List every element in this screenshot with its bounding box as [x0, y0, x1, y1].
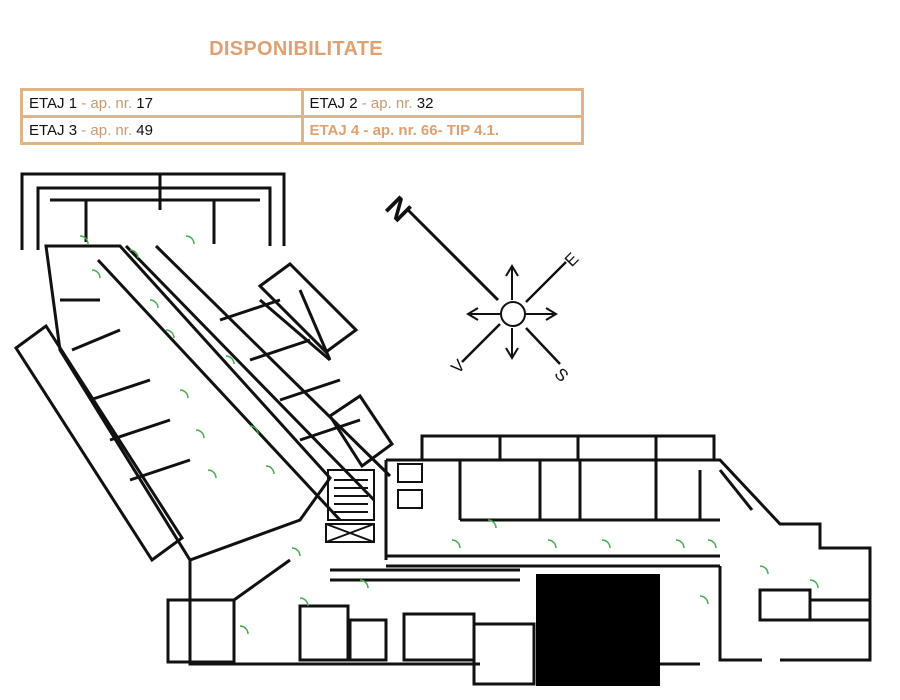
- table-row: ETAJ 1 - ap. nr. 17 ETAJ 2 - ap. nr. 32: [20, 88, 584, 118]
- selected-apartment-label: ETAJ 4 - ap. nr. 66- TIP 4.1.: [309, 121, 500, 139]
- availability-cell-floor-1[interactable]: ETAJ 1 - ap. nr. 17: [20, 88, 304, 118]
- availability-cell-floor-4-selected[interactable]: ETAJ 4 - ap. nr. 66- TIP 4.1.: [300, 115, 584, 145]
- table-row: ETAJ 3 - ap. nr. 49 ETAJ 4 - ap. nr. 66-…: [20, 115, 584, 145]
- apartment-number: 49: [136, 121, 153, 139]
- building-wall-top: [20, 172, 286, 250]
- building-wall-lower: [166, 558, 536, 686]
- building-wall-diagonal-wing: [13, 244, 395, 563]
- floor-label: ETAJ 2: [309, 94, 358, 112]
- highlighted-apartment[interactable]: [536, 574, 660, 686]
- apartment-number: 32: [416, 94, 434, 112]
- page-title: DISPONIBILITATE: [209, 38, 383, 60]
- apartment-prefix: - ap. nr.: [357, 94, 417, 112]
- availability-cell-floor-3[interactable]: ETAJ 3 - ap. nr. 49: [20, 115, 304, 145]
- availability-table: ETAJ 1 - ap. nr. 17 ETAJ 2 - ap. nr. 32 …: [20, 88, 584, 145]
- compass-icon: [406, 208, 567, 365]
- floor-label: ETAJ 3: [29, 121, 78, 139]
- floor-label: ETAJ 1: [29, 94, 78, 112]
- apartment-prefix: - ap. nr.: [77, 121, 137, 139]
- building-wall-east-wing: [384, 434, 872, 666]
- availability-cell-floor-2[interactable]: ETAJ 2 - ap. nr. 32: [300, 88, 584, 118]
- apartment-number: 17: [136, 94, 153, 112]
- apartment-prefix: - ap. nr.: [77, 94, 137, 112]
- compass-north-label: N: [379, 190, 418, 229]
- compass-east-label: E: [561, 249, 582, 270]
- stair-core: [325, 463, 423, 543]
- compass-south-label: S: [551, 364, 572, 385]
- door-swings: [79, 235, 819, 635]
